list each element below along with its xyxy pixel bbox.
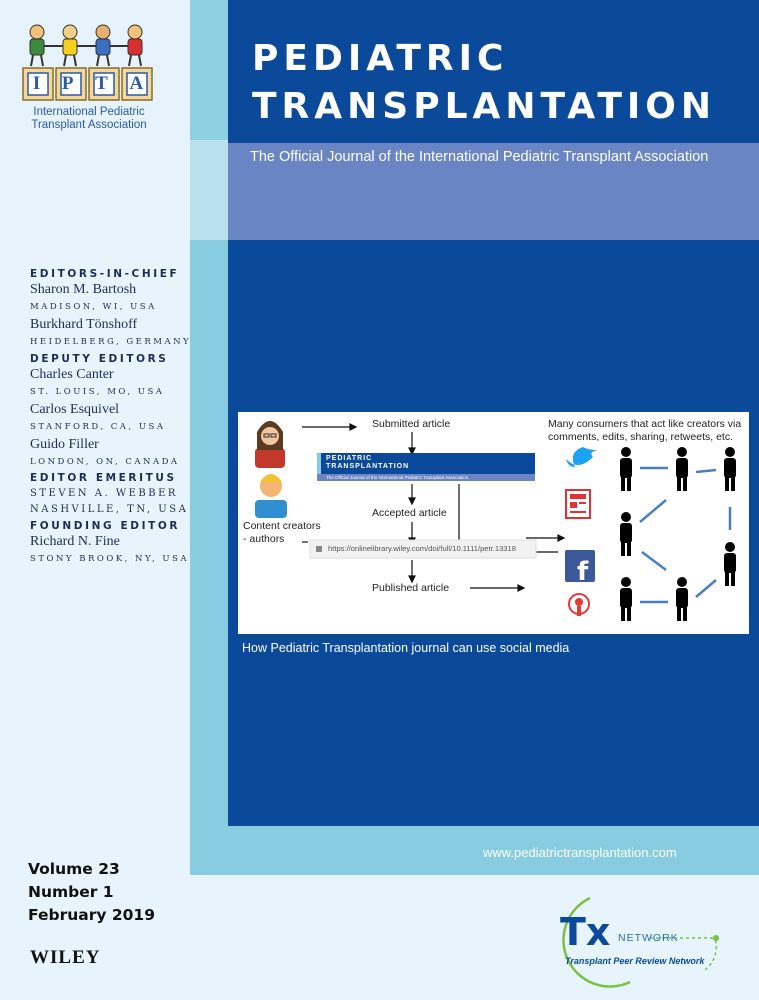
editor-name: Carlos Esquivel xyxy=(30,402,120,417)
figure-graphics: f xyxy=(255,421,736,621)
publisher-logo: WILEY xyxy=(30,947,101,968)
editor-emeritus-name: Steven A. Webber xyxy=(30,488,178,499)
ipta-name-line1: International Pediatric xyxy=(33,106,145,118)
figure-caption: How Pediatric Transplantation journal ca… xyxy=(242,641,570,655)
founding-editor-heading: FOUNDING EDITOR xyxy=(30,520,181,532)
ipta-name-line2: Transplant Association xyxy=(31,119,147,131)
children-blocks-icon xyxy=(22,24,153,101)
consumers-label-line2: comments, edits, sharing, retweets, etc. xyxy=(548,431,733,443)
tx-mark: Tx xyxy=(560,910,611,954)
accent-stripe-middle xyxy=(190,140,228,240)
facebook-icon: f xyxy=(565,550,595,587)
svg-text:f: f xyxy=(577,557,589,587)
tx-tagline: Transplant Peer Review Network xyxy=(565,956,705,966)
tx-network-swoosh-icon xyxy=(562,896,719,988)
ipta-letter-i: I xyxy=(32,73,41,94)
ipta-letter-t: T xyxy=(95,73,108,94)
editor-location: Nashville, TN, USA xyxy=(30,504,189,515)
accent-stripe-vertical xyxy=(190,240,228,875)
editor-name: Sharon M. Bartosh xyxy=(30,282,137,297)
twitter-icon xyxy=(566,447,598,467)
published-article-label: Published article xyxy=(372,582,450,594)
date-label: February 2019 xyxy=(28,906,155,924)
ipta-letter-a: A xyxy=(129,73,144,94)
author-man-icon xyxy=(255,474,287,518)
journal-title-line2: TRANSPLANTATION xyxy=(252,86,717,127)
author-woman-icon xyxy=(255,421,285,468)
journal-subtitle: The Official Journal of the Internationa… xyxy=(250,149,709,165)
accent-band-bottom xyxy=(190,826,759,875)
editors-in-chief-heading: EDITORS-IN-CHIEF xyxy=(30,268,180,280)
mini-cover-title2: TRANSPLANTATION xyxy=(326,463,410,470)
number-label: Number 1 xyxy=(28,883,114,901)
editor-location: St. Louis, MO, USA xyxy=(30,387,165,397)
subtitle-band xyxy=(228,143,759,240)
editor-location: Heidelberg, Germany xyxy=(30,337,192,347)
social-media-figure: f Submitted article Accepted article Pub… xyxy=(238,412,749,634)
consumers-network-icon xyxy=(620,447,736,621)
ipta-letter-p: P xyxy=(61,73,74,94)
mini-cover-subtitle: The Official Journal of the Internationa… xyxy=(326,475,469,480)
tx-network-logo: Tx NETWORK Transplant Peer Review Networ… xyxy=(530,890,730,990)
tx-network-word: NETWORK xyxy=(618,932,679,944)
editor-location: Stanford, CA, USA xyxy=(30,422,166,432)
submitted-article-label: Submitted article xyxy=(372,418,451,430)
ipta-logo: I P T A International Pediatric Transpla… xyxy=(15,18,165,138)
editor-location: Stony Brook, NY, USA xyxy=(30,554,190,564)
mini-cover-title1: PEDIATRIC xyxy=(326,455,373,462)
editor-emeritus-heading: EDITOR EMERITUS xyxy=(30,472,177,484)
podcast-icon xyxy=(568,593,590,616)
editor-name: Richard N. Fine xyxy=(30,534,120,549)
content-creators-label: Content creators xyxy=(243,520,321,532)
accepted-article-label: Accepted article xyxy=(372,507,447,519)
browser-url-text: https://onlinelibrary.wiley.com/doi/full… xyxy=(328,544,516,553)
editor-location: London, ON, Canada xyxy=(30,457,180,467)
editor-name: Guido Filler xyxy=(30,437,99,452)
editor-name: Burkhard Tönshoff xyxy=(30,317,138,332)
editor-location: Madison, WI, USA xyxy=(30,302,157,312)
journal-website[interactable]: www.pediatrictransplantation.com xyxy=(483,845,677,860)
editor-name: Charles Canter xyxy=(30,367,114,382)
deputy-editors-heading: DEPUTY EDITORS xyxy=(30,353,169,365)
journal-title-line1: PEDIATRIC xyxy=(252,38,509,79)
left-editors-panel xyxy=(0,240,190,1000)
volume-label: Volume 23 xyxy=(28,860,120,878)
content-creators-sublabel: - authors xyxy=(243,533,285,545)
consumers-label-line1: Many consumers that act like creators vi… xyxy=(548,418,742,430)
news-icon xyxy=(565,489,591,519)
